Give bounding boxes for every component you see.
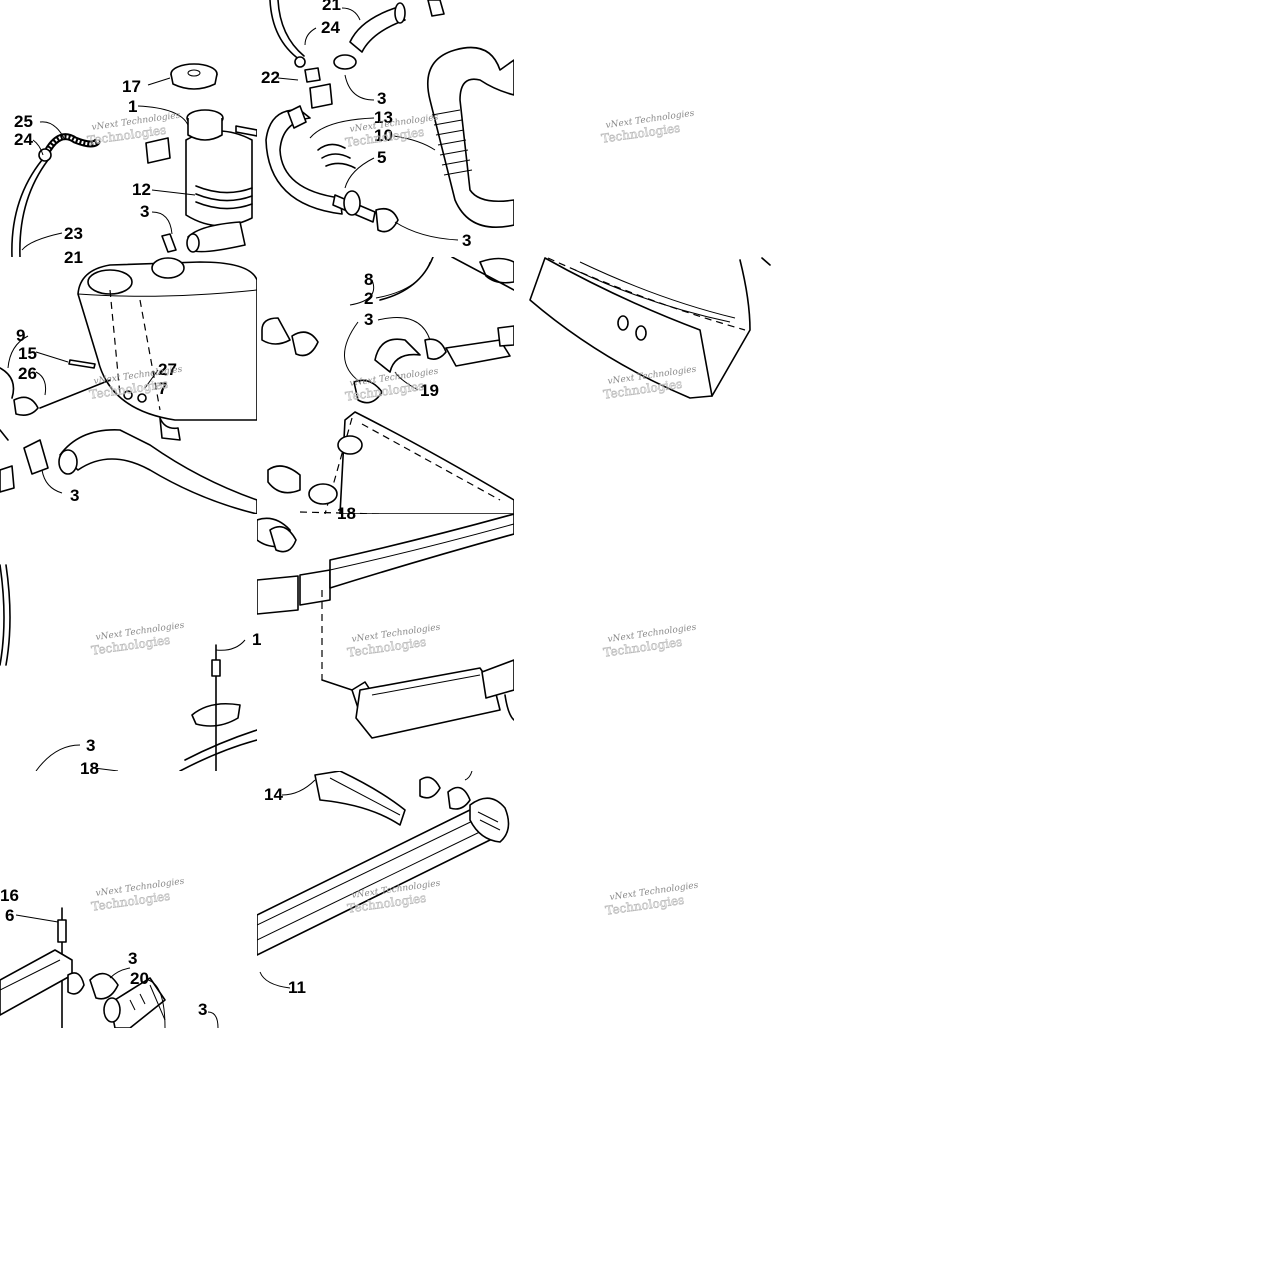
callout-20: 20	[130, 969, 149, 988]
coolant-reservoir-group	[11, 63, 257, 257]
callout-21-upper: 21	[322, 0, 341, 14]
callout-3-lower: 3	[128, 949, 137, 968]
callout-16: 16	[0, 886, 19, 905]
callout-8: 8	[364, 270, 373, 289]
callout-24-upper: 24	[321, 18, 340, 37]
callout-17: 17	[122, 77, 141, 96]
coolant-bottle	[185, 109, 253, 253]
callout-23: 23	[64, 224, 83, 243]
callout-18: 18	[80, 759, 99, 778]
overflow-hose	[11, 133, 102, 257]
callout-labels: 25 24 17 1 12 3 23 21 21 24 22 3 13 10 5…	[0, 0, 471, 1019]
callout-3-left: 3	[86, 736, 95, 755]
expansion-tank-group	[0, 257, 257, 514]
callout-22: 22	[261, 68, 280, 87]
callout-25: 25	[14, 112, 33, 131]
callout-1: 1	[128, 97, 137, 116]
callout-3: 3	[140, 202, 149, 221]
lower-hose	[265, 109, 343, 215]
callout-3-tank: 3	[70, 486, 79, 505]
callout-27: 27	[158, 360, 177, 379]
callout-15: 15	[18, 344, 37, 363]
upper-hose	[349, 7, 406, 53]
callout-3-bottom: 3	[198, 1000, 207, 1019]
hose-clamp	[161, 233, 177, 253]
callout-14: 14	[264, 785, 283, 804]
callout-2: 2	[364, 289, 373, 308]
center-hose-group	[261, 257, 514, 514]
callout-9: 9	[16, 326, 25, 345]
callout-13: 13	[374, 108, 393, 127]
callout-3-hose: 3	[462, 231, 471, 250]
callout-6: 6	[5, 906, 14, 925]
left-rail-group	[0, 564, 257, 771]
callout-3-center: 3	[364, 310, 373, 329]
callout-18-center: 18	[337, 504, 356, 523]
upper-hose-group	[265, 0, 514, 241]
radiator-cap	[170, 63, 218, 90]
callout-24: 24	[14, 130, 33, 149]
callout-12: 12	[132, 180, 151, 199]
callout-26: 26	[18, 364, 37, 383]
callout-1-bracket: 1	[252, 630, 261, 649]
corrugated-hose	[426, 46, 514, 229]
lower-rail-group	[257, 771, 510, 989]
lower-left-group	[0, 907, 219, 1028]
callout-10: 10	[374, 126, 393, 145]
callout-3-upper: 3	[377, 89, 386, 108]
callout-21: 21	[64, 248, 83, 267]
decal	[145, 137, 171, 164]
bracket-panel	[529, 257, 771, 399]
callout-7: 7	[158, 379, 167, 398]
center-rail-group	[257, 514, 514, 739]
callout-19: 19	[420, 381, 439, 400]
callout-11: 11	[288, 978, 306, 997]
callout-5: 5	[377, 148, 386, 167]
